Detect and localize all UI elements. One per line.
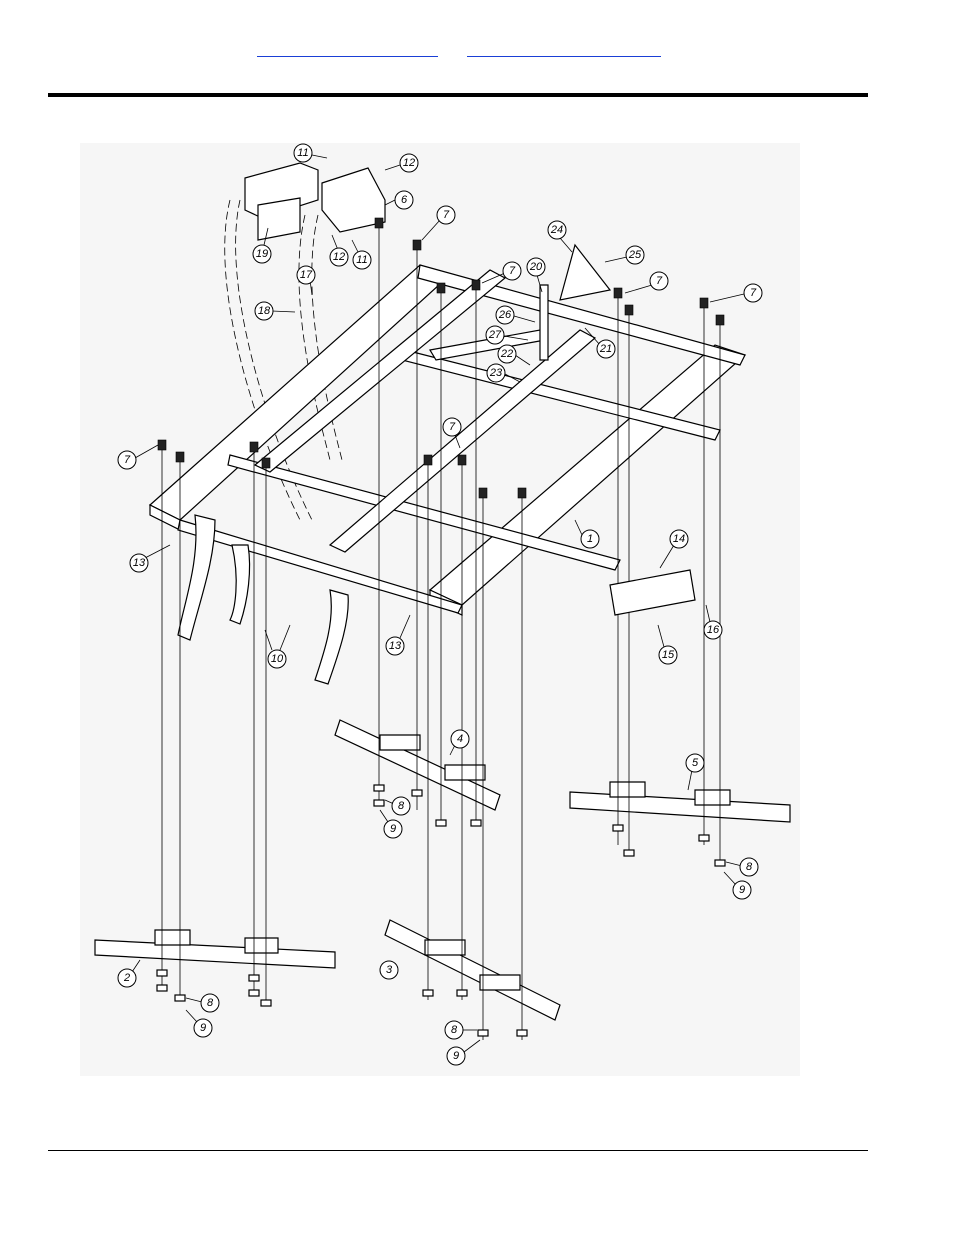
callout-7-e: 7	[118, 445, 158, 469]
svg-text:7: 7	[124, 454, 131, 466]
callout-8-d: 8	[445, 1021, 477, 1039]
callout-26: 26	[496, 306, 535, 324]
svg-text:11: 11	[297, 147, 308, 159]
callout-24: 24	[548, 221, 572, 252]
svg-text:20: 20	[529, 261, 543, 273]
callout-9-d: 9	[447, 1040, 480, 1065]
callout-13-b: 13	[386, 615, 410, 655]
svg-text:9: 9	[739, 884, 745, 896]
svg-text:8: 8	[451, 1024, 458, 1036]
svg-text:1: 1	[587, 533, 593, 545]
callout-15: 15	[658, 625, 677, 664]
svg-text:3: 3	[386, 964, 393, 976]
callout-8-c: 8	[726, 858, 758, 876]
svg-text:7: 7	[656, 275, 663, 287]
svg-text:7: 7	[443, 209, 450, 221]
callout-3: 3	[380, 961, 398, 979]
svg-text:7: 7	[509, 265, 516, 277]
callout-7-c: 7	[625, 272, 668, 293]
callout-2: 2	[118, 960, 140, 987]
callout-6: 6	[385, 191, 413, 209]
svg-text:8: 8	[207, 997, 214, 1009]
callout-7-a: 7	[422, 206, 455, 240]
svg-text:10: 10	[271, 653, 284, 665]
callout-12-a: 12	[385, 154, 418, 172]
svg-text:2: 2	[123, 972, 130, 984]
callout-1: 1	[575, 520, 599, 548]
callout-25: 25	[605, 246, 644, 264]
svg-text:8: 8	[746, 861, 753, 873]
svg-text:12: 12	[403, 157, 415, 169]
svg-text:17: 17	[300, 269, 313, 281]
shanks	[178, 515, 348, 684]
svg-text:25: 25	[628, 249, 642, 261]
svg-text:11: 11	[356, 254, 367, 266]
svg-text:8: 8	[398, 800, 405, 812]
svg-text:6: 6	[401, 194, 408, 206]
svg-text:7: 7	[750, 287, 757, 299]
callout-13-a: 13	[130, 545, 170, 572]
callout-4: 4	[450, 730, 469, 755]
svg-text:27: 27	[488, 329, 502, 341]
svg-text:13: 13	[133, 557, 146, 569]
callout-11-b: 11	[352, 240, 371, 269]
svg-text:21: 21	[599, 343, 612, 355]
nuts	[157, 785, 725, 1036]
svg-text:13: 13	[389, 640, 402, 652]
svg-text:9: 9	[200, 1022, 206, 1034]
svg-text:16: 16	[707, 624, 720, 636]
callout-10: 10	[265, 625, 290, 668]
footer-rule	[48, 1150, 868, 1151]
callout-14: 14	[660, 530, 688, 568]
callout-8-a: 8	[385, 797, 410, 815]
svg-text:4: 4	[457, 733, 463, 745]
svg-text:19: 19	[256, 248, 268, 260]
svg-text:5: 5	[692, 757, 699, 769]
svg-text:26: 26	[498, 309, 512, 321]
svg-text:7: 7	[449, 421, 456, 433]
callout-11-a: 11	[294, 144, 327, 162]
callout-8-b: 8	[186, 994, 219, 1012]
svg-text:23: 23	[489, 367, 503, 379]
callout-5: 5	[686, 754, 704, 790]
svg-text:12: 12	[333, 251, 345, 263]
callout-9-b: 9	[186, 1010, 212, 1037]
svg-text:18: 18	[258, 305, 271, 317]
svg-text:9: 9	[453, 1050, 459, 1062]
svg-text:9: 9	[390, 823, 396, 835]
callout-12-b: 12	[330, 235, 348, 266]
callout-16: 16	[704, 605, 722, 639]
callout-7-d: 7	[710, 284, 762, 302]
bolt-lines	[162, 220, 720, 1040]
svg-text:22: 22	[500, 348, 513, 360]
svg-text:14: 14	[673, 533, 685, 545]
svg-text:15: 15	[662, 649, 675, 661]
callout-18: 18	[255, 302, 295, 320]
svg-text:24: 24	[550, 224, 563, 236]
callout-22: 22	[498, 345, 530, 365]
